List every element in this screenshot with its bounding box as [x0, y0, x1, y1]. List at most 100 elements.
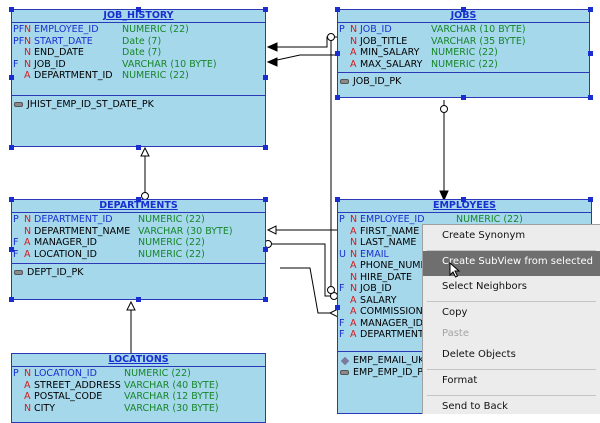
unique-key-icon [340, 356, 350, 365]
column-type: Date (7) [122, 47, 162, 58]
column-name: JOB_ID [360, 24, 392, 35]
context-menu[interactable]: Create Synonym Create SubView from selec… [422, 224, 600, 414]
selection-handle[interactable] [9, 247, 14, 252]
column-type: VARCHAR (40 BYTE) [124, 379, 219, 391]
selection-handle[interactable] [588, 197, 593, 202]
column-name: END_DATE [34, 47, 84, 58]
menu-item-format[interactable]: Format [442, 375, 478, 386]
selection-handle[interactable] [335, 305, 340, 310]
column-type: NUMERIC (22) [431, 47, 498, 58]
selection-handle[interactable] [588, 95, 593, 100]
column-name: PHONE_NUMBE [360, 260, 433, 271]
selection-handle[interactable] [335, 95, 340, 100]
key-icon [14, 102, 23, 107]
column-name: EMAIL [360, 248, 389, 260]
column-name: SALARY [360, 294, 397, 306]
selection-handle[interactable] [335, 51, 340, 56]
column-type: NUMERIC (22) [138, 214, 205, 225]
selection-handle[interactable] [461, 7, 466, 12]
selection-handle[interactable] [588, 51, 593, 56]
key-row[interactable]: DEPT_ID_PK [12, 267, 265, 279]
column-type: VARCHAR (30 BYTE) [138, 225, 233, 237]
selection-handle[interactable] [461, 95, 466, 100]
selection-handle[interactable] [335, 7, 340, 12]
selection-handle[interactable] [9, 7, 14, 12]
key-row[interactable]: JOB_ID_PK [338, 76, 589, 88]
selection-handle[interactable] [136, 145, 141, 150]
column-name: MANAGER_ID [34, 237, 97, 248]
selection-handle[interactable] [263, 145, 268, 150]
menu-item-copy[interactable]: Copy [442, 307, 468, 318]
column-name: LAST_NAME [360, 237, 417, 248]
menu-separator [427, 369, 596, 370]
key-row[interactable]: EMP_EMAIL_UK [338, 355, 591, 367]
menu-item-delete-objects[interactable]: Delete Objects [442, 349, 516, 360]
column-name: HIRE_DATE [360, 271, 413, 283]
table-title: JOB_HISTORY [12, 10, 265, 23]
key-row[interactable]: EMP_EMP_ID_P [338, 367, 591, 379]
selection-handle[interactable] [263, 247, 268, 252]
column-type: VARCHAR (30 BYTE) [124, 402, 219, 414]
selection-handle[interactable] [136, 297, 141, 302]
selection-handle[interactable] [263, 7, 268, 12]
selection-handle[interactable] [136, 7, 141, 12]
selection-handle[interactable] [263, 297, 268, 302]
menu-item-select-neighbors[interactable]: Select Neighbors [442, 281, 527, 292]
column-name: LOCATION_ID [34, 248, 97, 260]
selection-handle[interactable] [588, 7, 593, 12]
column-name: START_DATE [34, 35, 93, 47]
menu-item-create-synonym[interactable]: Create Synonym [442, 230, 526, 241]
selection-handle[interactable] [9, 75, 14, 80]
key-row[interactable]: JHIST_EMP_ID_ST_DATE_PK [12, 99, 265, 111]
selection-handle[interactable] [335, 197, 340, 202]
key-icon [14, 270, 23, 275]
menu-item-send-to-back[interactable]: Send to Back [442, 401, 508, 412]
column-type: Date (7) [122, 35, 162, 47]
selection-handle[interactable] [9, 197, 14, 202]
key-icon [340, 370, 349, 375]
selection-handle[interactable] [9, 145, 14, 150]
column-name: COMMISSION_ [360, 306, 428, 317]
selection-handle[interactable] [461, 197, 466, 202]
selection-handle[interactable] [9, 297, 14, 302]
key-icon [340, 79, 349, 84]
column-name: JOB_ID [34, 58, 66, 70]
selection-handle[interactable] [263, 75, 268, 80]
mouse-pointer-icon [449, 262, 461, 278]
selection-handle[interactable] [263, 197, 268, 202]
selection-handle[interactable] [136, 197, 141, 202]
menu-separator [427, 301, 596, 302]
